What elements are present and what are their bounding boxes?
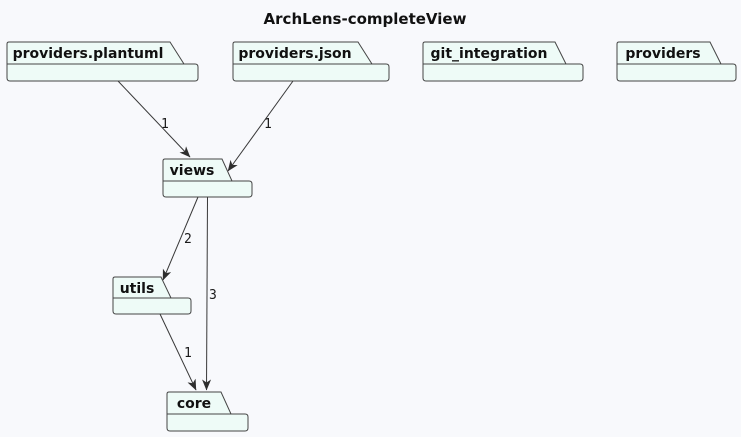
package-core: core <box>166 391 249 432</box>
package-providers-json: providers.json <box>232 41 390 82</box>
package-views: views <box>162 158 253 198</box>
package-label: providers.json <box>238 46 351 62</box>
edge-views-to-utils: 2 <box>162 196 199 281</box>
edge-views-to-core: 3 <box>202 196 217 391</box>
package-label: providers.plantuml <box>13 46 164 62</box>
package-folder-shape <box>616 41 737 82</box>
package-git-integration: git_integration <box>422 41 584 82</box>
package-providers: providers <box>616 41 737 82</box>
package-label: utils <box>120 281 155 297</box>
package-label: git_integration <box>431 46 548 62</box>
edge-label: 1 <box>264 117 272 132</box>
package-providers-plantuml: providers.plantuml <box>6 41 199 82</box>
package-folder-shape <box>422 41 584 82</box>
package-label: providers <box>625 46 700 62</box>
package-folder-shape <box>6 41 199 82</box>
package-folder-shape <box>112 276 192 315</box>
package-utils: utils <box>112 276 192 315</box>
edge-line <box>159 313 197 391</box>
package-label: core <box>177 396 211 412</box>
edge-utils-to-core: 1 <box>159 313 197 391</box>
package-folder-shape <box>166 391 249 432</box>
package-label: views <box>170 163 215 179</box>
edge-label: 2 <box>184 232 192 247</box>
edge-label: 1 <box>184 346 192 361</box>
edge-providers-plantuml-to-views: 1 <box>117 80 191 158</box>
edge-providers-json-to-views: 1 <box>227 80 294 172</box>
edge-line <box>227 80 294 172</box>
diagram-title: ArchLens-completeView <box>264 10 467 28</box>
edge-label: 1 <box>161 117 169 132</box>
edge-line <box>202 196 212 391</box>
edge-line <box>162 196 199 281</box>
package-folder-shape <box>232 41 390 82</box>
edge-line <box>117 80 191 158</box>
edge-label: 3 <box>209 288 217 303</box>
package-folder-shape <box>162 158 253 198</box>
